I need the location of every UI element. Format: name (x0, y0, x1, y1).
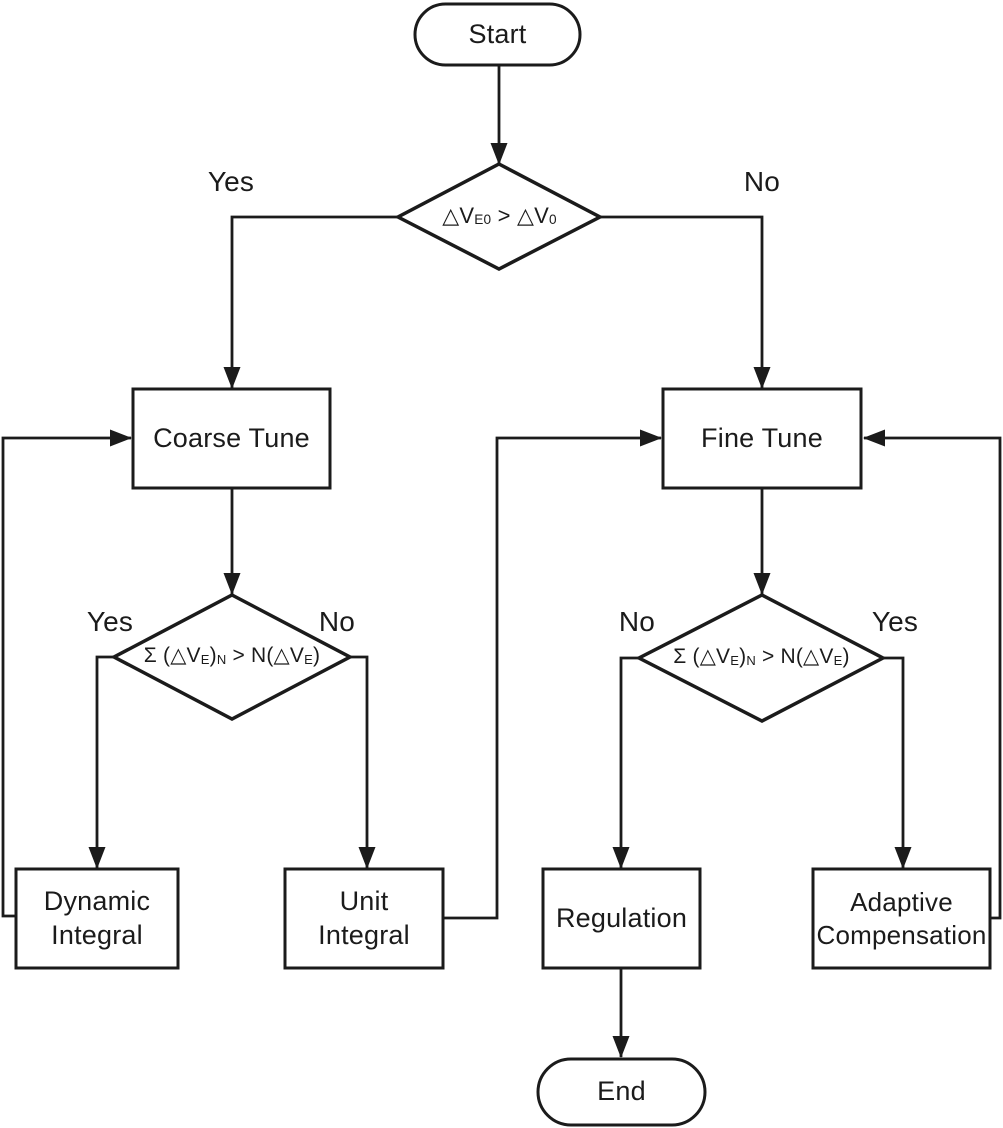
formula-segment: △V (442, 203, 475, 229)
connector-decision-left-yes-to-dynamic-integral (88, 655, 115, 869)
formula-segment: > N(△V (755, 644, 834, 668)
fine-tune-label: Fine Tune (701, 422, 823, 453)
decision-right-shape (635, 593, 887, 723)
formula-segment: > N(△V (226, 643, 305, 667)
start-label: Start (468, 18, 527, 49)
regulation-label: Regulation (555, 902, 688, 933)
dynamic-integral-node-shape (14, 867, 180, 970)
formula-segment: Σ (△V (673, 644, 731, 668)
connector-decision-right-yes-to-adaptive-compensation (882, 656, 912, 869)
coarse-tune-node-shape (131, 387, 332, 490)
end-node-shape (536, 1057, 707, 1127)
regulation-node-shape (541, 867, 702, 970)
formula-segment: ) (313, 643, 321, 667)
node-label-line1: Dynamic (43, 885, 151, 916)
unit-integral-node-shape (283, 867, 445, 970)
formula-segment: > △V (491, 203, 549, 229)
node-label-lines: Unit Integral (318, 885, 410, 953)
node-label-line2: Integral (51, 919, 143, 950)
branch-label-right-no: No (618, 605, 656, 637)
formula-segment: Σ (△V (143, 643, 201, 667)
formula-segment: ) (842, 644, 850, 668)
coarse-tune-label: Coarse Tune (153, 422, 310, 453)
adaptive-compensation-node-shape (811, 867, 992, 970)
node-label-lines: Dynamic Integral (44, 885, 150, 953)
adaptive-compensation-label: Adaptive Compensation (813, 869, 990, 968)
connector-decision-top-no-to-fine-tune (599, 215, 771, 389)
end-label: End (597, 1076, 646, 1107)
node-label-line1: Adaptive (850, 887, 953, 917)
start-node-shape (413, 2, 582, 67)
node-label-lines: Adaptive Compensation (816, 886, 986, 951)
connector-unit-integral-to-fine-tune (443, 429, 662, 920)
node-label-line2: Compensation (816, 919, 987, 950)
formula-segment: ) (209, 643, 217, 667)
dynamic-integral-label: Dynamic Integral (16, 869, 178, 968)
connector-decision-left-no-to-unit-integral (349, 655, 376, 869)
unit-integral-label: Unit Integral (285, 869, 443, 968)
connector-decision-right-no-to-regulation (612, 656, 640, 869)
node-label-line1: Unit (339, 885, 389, 916)
formula-segment: ) (739, 644, 747, 668)
branch-label-top-no: No (743, 165, 781, 197)
decision-top-shape (394, 162, 604, 271)
connector-dynamic-integral-loop-to-coarse-tune (1, 429, 132, 918)
node-label-line2: Integral (318, 919, 410, 950)
branch-label-right-yes: Yes (871, 605, 919, 637)
branch-label-top-yes: Yes (207, 165, 255, 197)
connector-adaptive-compensation-loop-to-fine-tune (863, 429, 1002, 920)
fine-tune-node-shape (661, 387, 863, 490)
connector-decision-top-yes-to-coarse-tune (223, 215, 399, 389)
decision-left-shape (110, 593, 354, 721)
branch-label-left-yes: Yes (86, 605, 134, 637)
branch-label-left-no: No (318, 605, 356, 637)
